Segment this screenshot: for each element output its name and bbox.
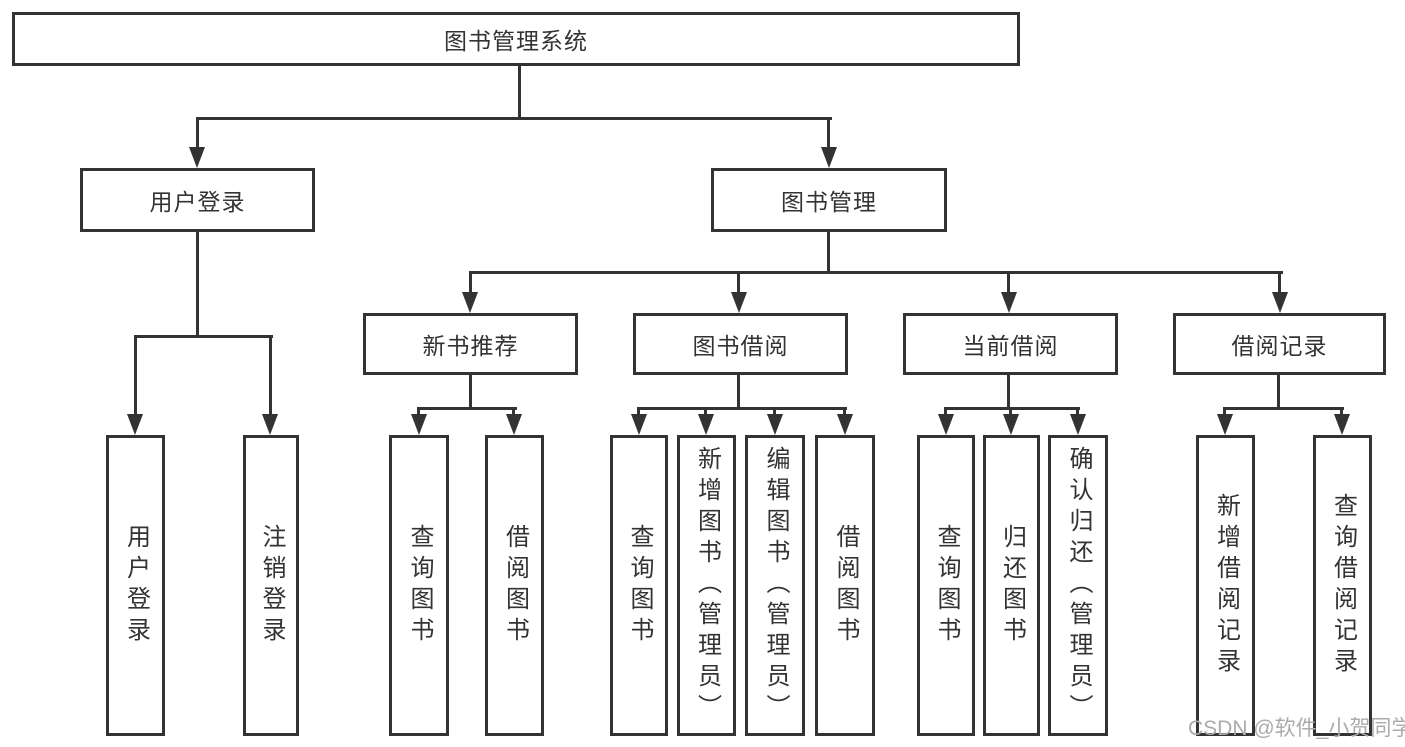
csdn-watermark: CSDN @软件_小贺同学 — [1188, 717, 1405, 740]
arrow-down-icon — [1003, 414, 1019, 435]
node-current-borrowing: 当前借阅 — [903, 313, 1118, 375]
arrow-down-icon — [1334, 414, 1350, 435]
connector-line — [637, 407, 847, 410]
connector-line — [518, 64, 521, 118]
node-user-login: 用户登录 — [80, 168, 315, 232]
node-library-system: 图书管理系统 — [12, 12, 1020, 66]
connector-line — [196, 117, 199, 153]
arrow-down-icon — [189, 147, 205, 168]
connector-line — [469, 373, 472, 409]
connector-line — [134, 335, 137, 420]
node-new-book-recommend: 新书推荐 — [363, 313, 578, 375]
leaf-borrow-books-recommend: 借阅图书 — [485, 435, 544, 736]
arrow-down-icon — [1070, 414, 1086, 435]
connector-line — [827, 117, 830, 153]
arrow-down-icon — [262, 414, 278, 435]
arrow-down-icon — [821, 147, 837, 168]
leaf-return-book-label: 归还图书 — [998, 523, 1026, 648]
arrow-down-icon — [1001, 292, 1017, 313]
leaf-query-books-current-label: 查询图书 — [933, 523, 960, 648]
connector-line — [737, 271, 740, 299]
connector-line — [196, 117, 832, 120]
arrow-down-icon — [837, 414, 853, 435]
leaf-query-books-recommend: 查询图书 — [389, 435, 449, 736]
leaf-query-books-borrowing: 查询图书 — [610, 435, 668, 736]
arrow-down-icon — [698, 414, 714, 435]
connector-line — [827, 230, 830, 274]
arrow-down-icon — [127, 414, 143, 435]
leaf-return-book: 归还图书 — [983, 435, 1040, 736]
connector-line — [1007, 373, 1010, 409]
connector-line — [134, 335, 273, 338]
leaf-borrow-books-recommend-label: 借阅图书 — [501, 523, 529, 648]
connector-line — [269, 335, 272, 420]
leaf-edit-book-admin: 编辑图书（管理员） — [745, 435, 805, 736]
node-book-management-label: 图书管理 — [781, 189, 877, 215]
arrow-down-icon — [1217, 414, 1233, 435]
leaf-add-book-admin-label: 新增图书（管理员） — [693, 446, 721, 725]
node-book-borrowing-label: 图书借阅 — [692, 333, 789, 359]
leaf-query-books-current: 查询图书 — [917, 435, 975, 736]
connector-line — [417, 407, 517, 410]
connector-line — [1278, 271, 1281, 299]
leaf-borrow-books-borrowing: 借阅图书 — [815, 435, 875, 736]
arrow-down-icon — [631, 414, 647, 435]
arrow-down-icon — [731, 292, 747, 313]
leaf-logout-label: 注销登录 — [258, 523, 285, 648]
arrow-down-icon — [411, 414, 427, 435]
leaf-user-login-label: 用户登录 — [122, 523, 150, 648]
leaf-query-borrow-record-label: 查询借阅记录 — [1329, 492, 1357, 679]
arrow-down-icon — [767, 414, 783, 435]
leaf-user-login: 用户登录 — [106, 435, 165, 736]
node-library-system-label: 图书管理系统 — [444, 28, 588, 54]
connector-line — [1007, 271, 1010, 299]
leaf-confirm-return-admin: 确认归还（管理员） — [1048, 435, 1108, 736]
connector-line — [469, 271, 1283, 274]
arrow-down-icon — [1272, 292, 1288, 313]
arrow-down-icon — [506, 414, 522, 435]
leaf-query-borrow-record: 查询借阅记录 — [1313, 435, 1372, 736]
leaf-edit-book-admin-label: 编辑图书（管理员） — [762, 446, 789, 725]
leaf-add-book-admin: 新增图书（管理员） — [677, 435, 736, 736]
node-borrow-records-label: 借阅记录 — [1231, 333, 1328, 359]
node-new-book-recommend-label: 新书推荐 — [422, 333, 519, 359]
node-book-borrowing: 图书借阅 — [633, 313, 848, 375]
node-borrow-records: 借阅记录 — [1173, 313, 1386, 375]
arrow-down-icon — [938, 414, 954, 435]
arrow-down-icon — [462, 292, 478, 313]
leaf-add-borrow-record-label: 新增借阅记录 — [1212, 492, 1240, 679]
leaf-add-borrow-record: 新增借阅记录 — [1196, 435, 1255, 736]
connector-line — [944, 407, 1080, 410]
node-book-management: 图书管理 — [711, 168, 947, 232]
connector-line — [196, 230, 199, 336]
node-current-borrowing-label: 当前借阅 — [962, 333, 1059, 359]
connector-line — [1223, 407, 1344, 410]
leaf-logout: 注销登录 — [243, 435, 299, 736]
leaf-query-books-borrowing-label: 查询图书 — [626, 523, 653, 648]
connector-line — [737, 373, 740, 409]
connector-line — [469, 271, 472, 299]
node-user-login-label: 用户登录 — [149, 189, 246, 215]
leaf-confirm-return-admin-label: 确认归还（管理员） — [1065, 446, 1092, 725]
leaf-borrow-books-borrowing-label: 借阅图书 — [832, 523, 859, 648]
connector-line — [1277, 373, 1280, 409]
leaf-query-books-recommend-label: 查询图书 — [406, 523, 433, 648]
